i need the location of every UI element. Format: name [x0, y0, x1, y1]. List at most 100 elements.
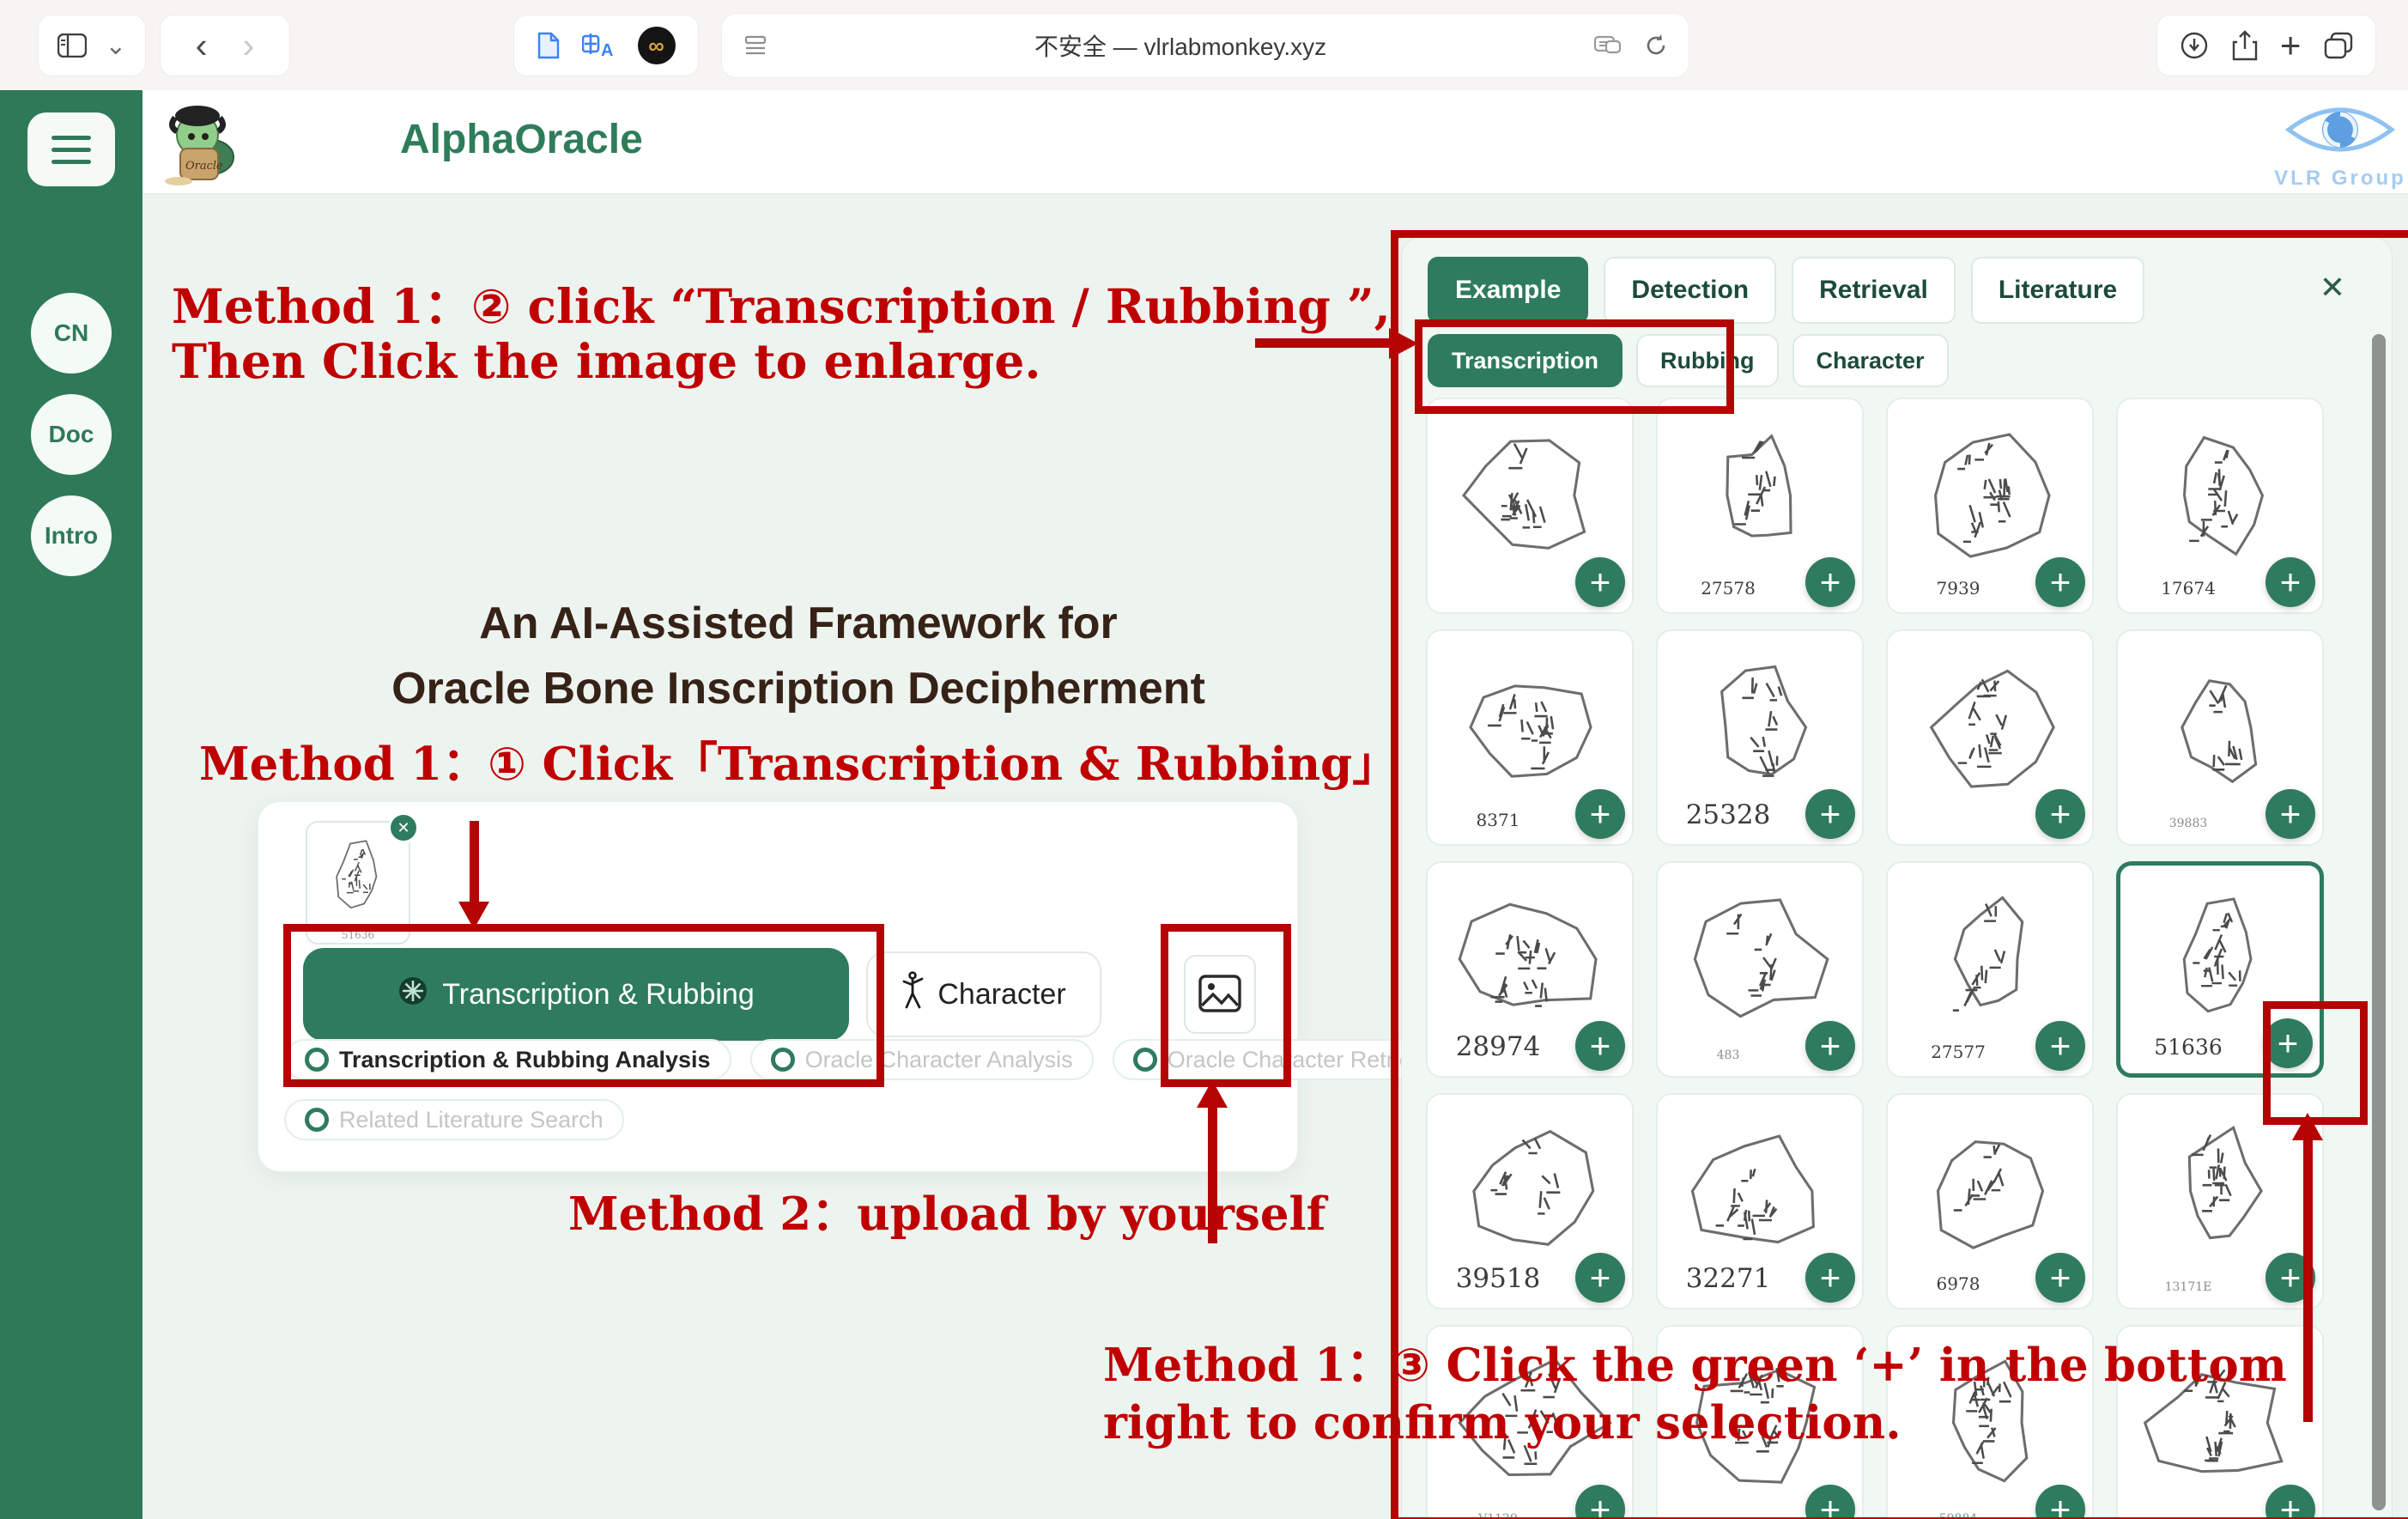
add-button[interactable]: +: [2265, 1485, 2315, 1519]
translate-extension-icon[interactable]: A: [582, 33, 615, 58]
panel-tab[interactable]: Example: [1428, 257, 1589, 324]
card-id-label: 28974: [1455, 1031, 1541, 1062]
image-upload-icon: [1198, 974, 1241, 1015]
example-card[interactable]: 7939 +: [1886, 398, 2094, 614]
add-button[interactable]: +: [1805, 557, 1855, 607]
privacy-badge-icon[interactable]: [1594, 34, 1629, 57]
pill-transcription-rubbing-analysis[interactable]: Transcription & Rubbing Analysis: [284, 1039, 731, 1080]
panel-tab[interactable]: Literature: [1970, 257, 2145, 324]
add-button[interactable]: +: [2035, 789, 2085, 839]
add-button[interactable]: +: [1575, 1253, 1625, 1303]
forward-button[interactable]: ›: [242, 25, 255, 65]
example-card[interactable]: 59884 +: [1886, 1325, 2094, 1519]
sidebar-circle-button[interactable]: Doc: [31, 394, 112, 475]
example-card[interactable]: 483 +: [1656, 861, 1864, 1078]
sidebar-toggle-icon: [57, 33, 87, 58]
annotation-method1-step2-line1: Method 1：② click “Transcription / Rubbin…: [172, 278, 1391, 334]
panel-scrollbar[interactable]: [2372, 334, 2386, 1510]
add-button[interactable]: +: [2035, 1021, 2085, 1071]
browser-toolbar: ⌄ ‹ › A ∞ 不安全 — vlrlabmonkey.xyz: [0, 0, 2408, 91]
add-button[interactable]: +: [2035, 1485, 2085, 1519]
page-title: An AI-Assisted Framework for Oracle Bone…: [275, 591, 1322, 721]
add-button[interactable]: +: [1575, 557, 1625, 607]
sidebar-circle-button[interactable]: Intro: [31, 495, 112, 576]
reload-icon[interactable]: [1644, 33, 1668, 58]
example-card[interactable]: +: [1426, 398, 1634, 614]
download-icon[interactable]: [2180, 31, 2209, 60]
add-button[interactable]: +: [2263, 1018, 2313, 1068]
example-card[interactable]: 27578 +: [1656, 398, 1864, 614]
example-card[interactable]: 27577 +: [1886, 861, 2094, 1078]
add-button[interactable]: +: [2265, 1253, 2315, 1303]
add-button[interactable]: +: [2035, 557, 2085, 607]
panel-tab[interactable]: Retrieval: [1792, 257, 1956, 324]
oracle-bone-drawing: [1900, 1103, 2080, 1279]
panel-subtab[interactable]: Transcription: [1428, 334, 1623, 387]
selected-image-thumbnail[interactable]: 51636 ✕: [306, 812, 419, 945]
annotation-method2: Method 2：upload by yourself: [568, 1188, 1326, 1241]
add-button[interactable]: +: [2265, 557, 2315, 607]
new-tab-icon[interactable]: +: [2279, 25, 2302, 65]
add-button[interactable]: +: [1575, 789, 1625, 839]
example-card[interactable]: 13171E +: [2116, 1093, 2324, 1309]
example-card[interactable]: 6978 +: [1886, 1093, 2094, 1309]
panel-tab[interactable]: Detection: [1604, 257, 1777, 324]
tabs-icon[interactable]: [2324, 32, 2353, 59]
document-extension-icon[interactable]: [537, 32, 560, 59]
example-card[interactable]: 17674 +: [2116, 398, 2324, 614]
mode-button-transcription-rubbing[interactable]: Transcription & Rubbing: [303, 948, 849, 1041]
share-icon[interactable]: [2232, 30, 2258, 61]
panel-close-button[interactable]: ✕: [2314, 269, 2350, 307]
oracle-bone-drawing: [1670, 640, 1850, 815]
add-button[interactable]: +: [1575, 1021, 1625, 1071]
add-button[interactable]: +: [1805, 1253, 1855, 1303]
sparkle-icon: [397, 975, 428, 1014]
oracle-bone-drawing: [1670, 1103, 1850, 1279]
address-bar[interactable]: 不安全 — vlrlabmonkey.xyz: [721, 13, 1689, 78]
vlr-group-label: VLR Group: [2274, 167, 2406, 190]
example-card[interactable]: 32271 +: [1656, 1093, 1864, 1309]
oracle-bone-drawing: [2130, 1103, 2310, 1279]
panel-subtab[interactable]: Character: [1792, 334, 1949, 387]
back-button[interactable]: ‹: [195, 25, 208, 65]
sidebar-circle-button[interactable]: CN: [31, 293, 112, 374]
example-card[interactable]: +: [1656, 1325, 1864, 1519]
example-card[interactable]: V1129 +: [1426, 1325, 1634, 1519]
green-dot-icon: [1132, 1048, 1157, 1072]
panel-subtabs: Transcription Rubbing Character: [1428, 334, 1949, 387]
add-button[interactable]: +: [2035, 1253, 2085, 1303]
example-card[interactable]: 8371 +: [1426, 629, 1634, 846]
hamburger-menu-button[interactable]: [27, 112, 115, 186]
sidebar-toggle-button[interactable]: ⌄: [38, 15, 146, 76]
svg-text:A: A: [601, 41, 613, 58]
add-button[interactable]: +: [2265, 789, 2315, 839]
example-card[interactable]: 28974 +: [1426, 861, 1634, 1078]
example-card[interactable]: +: [1886, 629, 2094, 846]
upload-image-button[interactable]: [1184, 955, 1256, 1034]
panel-subtab[interactable]: Rubbing: [1636, 334, 1779, 387]
add-button[interactable]: +: [1805, 789, 1855, 839]
example-card[interactable]: 25328 +: [1656, 629, 1864, 846]
green-dot-icon: [305, 1108, 329, 1132]
app-logo-turtle: Oracle: [161, 97, 244, 191]
mode-button-character[interactable]: Character: [866, 951, 1101, 1037]
example-card[interactable]: 51636 +: [2116, 861, 2324, 1078]
pill-oracle-character-analysis[interactable]: Oracle Character Analysis: [749, 1039, 1094, 1080]
card-id-label: V1129: [1478, 1512, 1518, 1519]
add-button[interactable]: +: [1805, 1485, 1855, 1519]
add-button[interactable]: +: [1805, 1021, 1855, 1071]
example-card[interactable]: +: [2116, 1325, 2324, 1519]
card-id-label: 483: [1716, 1048, 1740, 1062]
remove-thumbnail-button[interactable]: ✕: [388, 812, 419, 843]
annotation-method1-step1: Method 1：① Click「Transcription & Rubbing…: [199, 738, 1398, 791]
card-id-label: 51636: [2154, 1035, 2223, 1060]
example-card[interactable]: 39518 +: [1426, 1093, 1634, 1309]
card-id-label: 25328: [1685, 799, 1771, 830]
example-card[interactable]: 39883 +: [2116, 629, 2324, 846]
reader-icon[interactable]: [744, 34, 767, 57]
add-button[interactable]: +: [1575, 1485, 1625, 1519]
pill-related-literature-search[interactable]: Related Literature Search: [284, 1099, 624, 1140]
example-panel: Example Detection Retrieval Literature ✕…: [1401, 237, 2393, 1519]
address-text: 不安全 — vlrlabmonkey.xyz: [1034, 33, 1327, 60]
extension-infinity-icon[interactable]: ∞: [637, 27, 676, 64]
